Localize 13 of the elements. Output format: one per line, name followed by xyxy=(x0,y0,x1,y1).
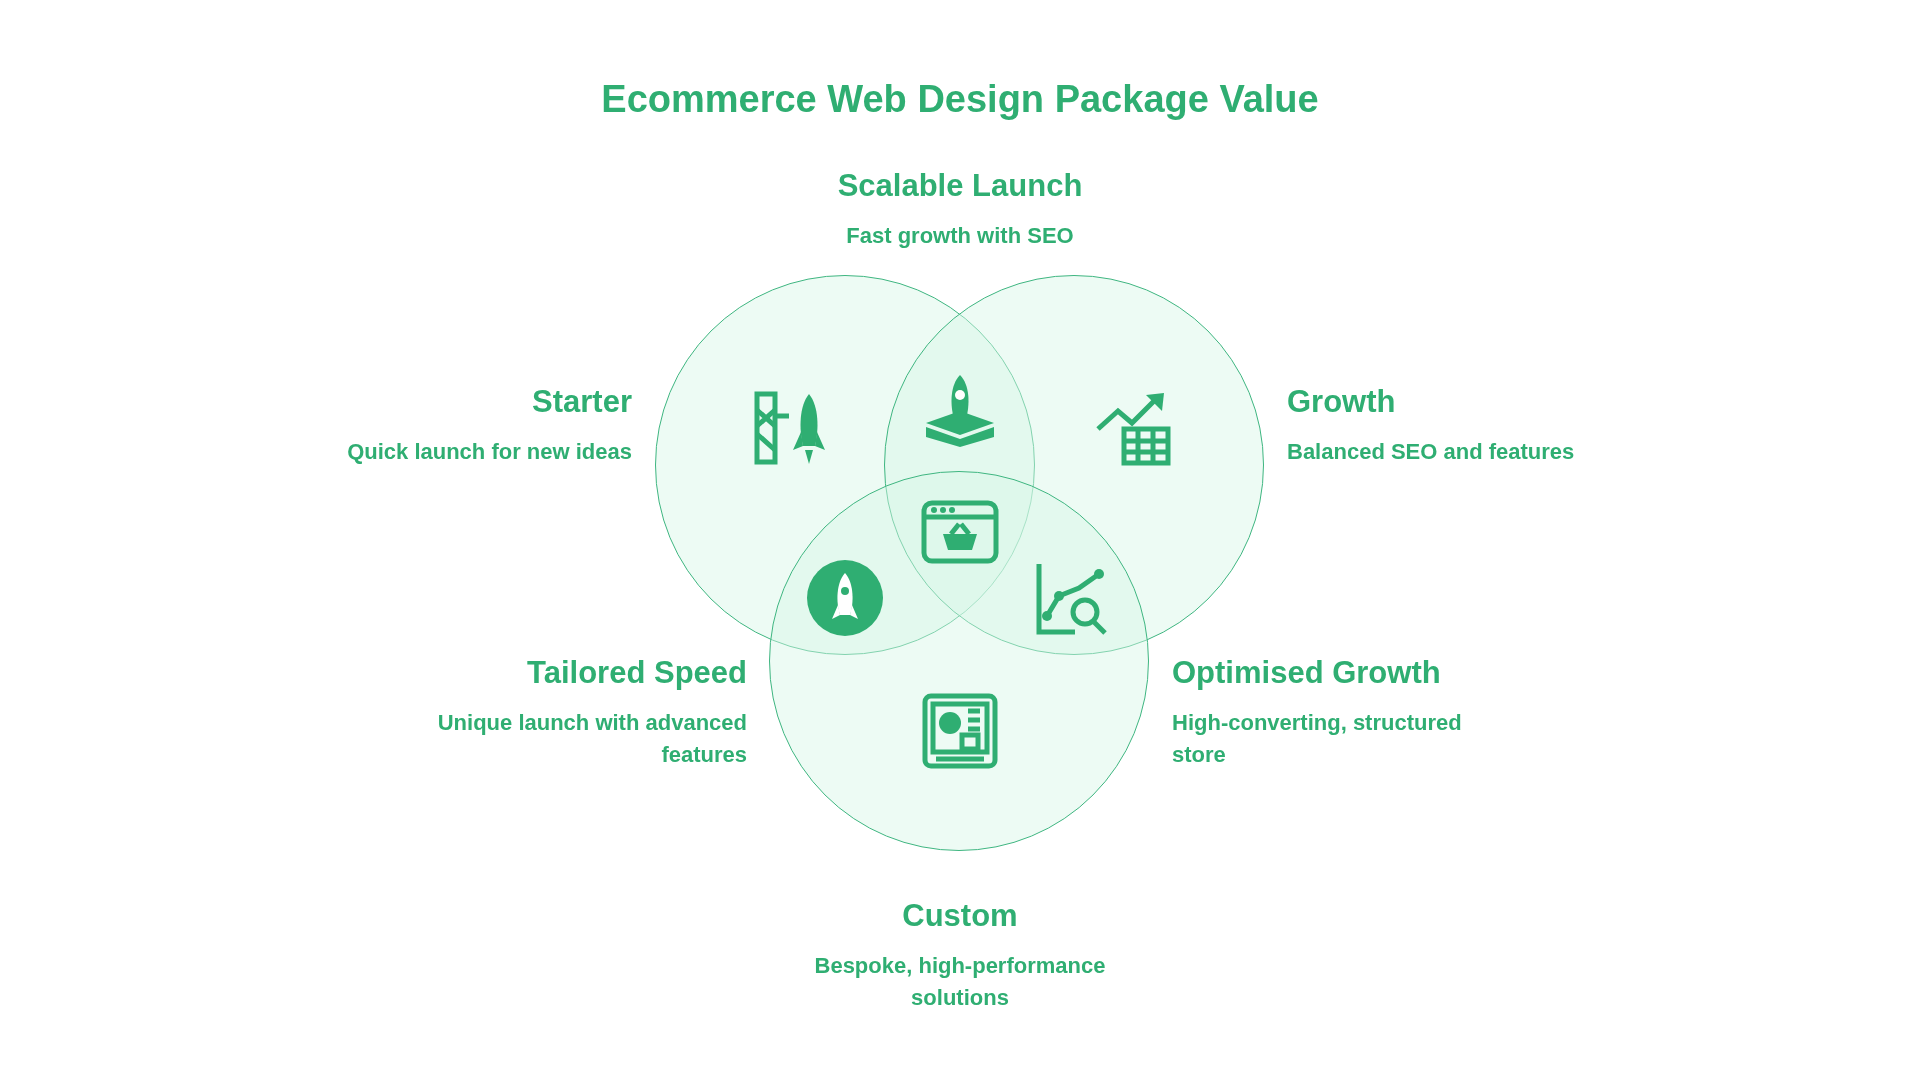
overlap-description: Fast growth with SEO xyxy=(845,222,1075,250)
overlap-description: High-converting, structured store xyxy=(1172,709,1463,769)
circle-description: Bespoke, high-performance solutions xyxy=(813,952,1107,1012)
circle-description: Balanced SEO and features xyxy=(1287,438,1576,466)
circle-description: Quick launch for new ideas xyxy=(346,438,632,466)
circle-heading: Starter xyxy=(531,384,632,420)
overlap-heading: Scalable Launch xyxy=(836,168,1084,204)
circle-heading: Custom xyxy=(901,898,1019,934)
overlap-heading: Tailored Speed xyxy=(526,655,747,691)
overlap-heading: Optimised Growth xyxy=(1172,655,1442,691)
title: Ecommerce Web Design Package Value xyxy=(600,78,1320,121)
overlap-description: Unique launch with advanced features xyxy=(436,709,747,769)
circle-heading: Growth xyxy=(1287,384,1397,420)
